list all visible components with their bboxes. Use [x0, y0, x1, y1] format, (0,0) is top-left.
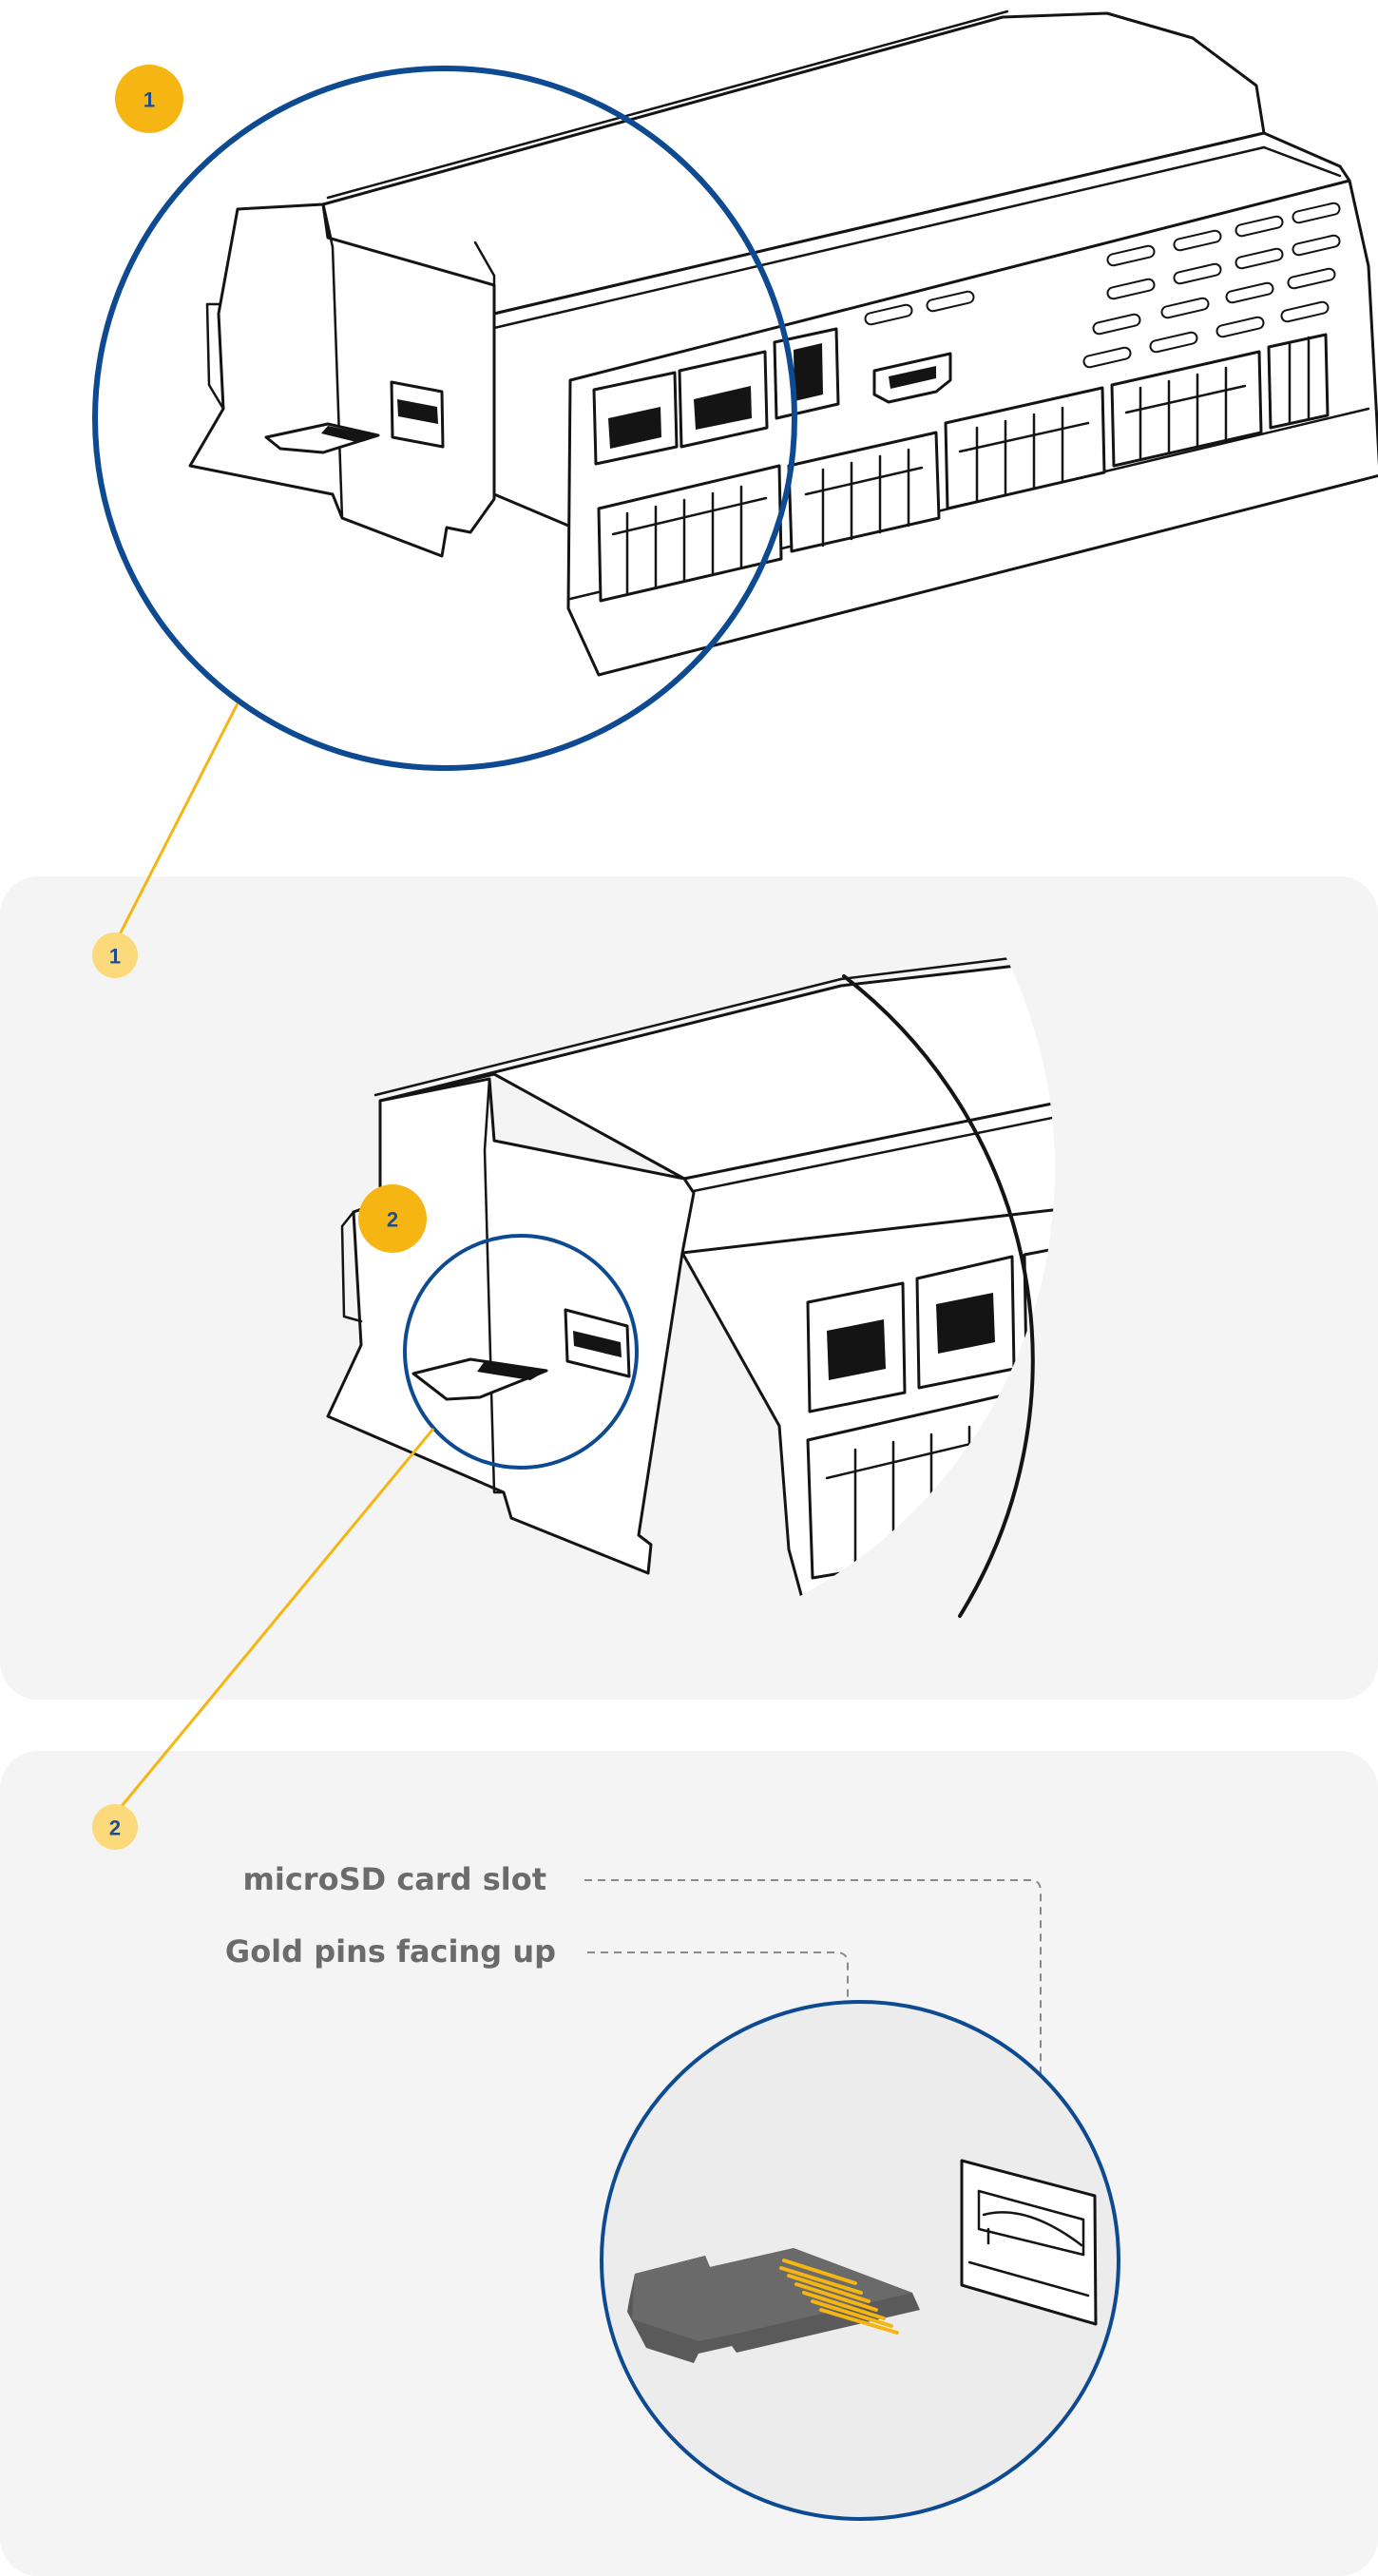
svg-text:2: 2 [387, 1208, 398, 1232]
controller-device [188, 10, 1378, 677]
microsd-slot-icon [564, 1308, 631, 1378]
step-badge-1: 1 [115, 65, 183, 133]
svg-text:2: 2 [109, 1817, 121, 1840]
slot-pointer-line [584, 1879, 1042, 2167]
terminal-block-icon [597, 333, 1330, 603]
closeup-view [600, 2000, 1120, 2521]
gold-pins-label: Gold pins facing up [225, 1933, 556, 1970]
zoom-ring-1 [92, 66, 797, 771]
pins-pointer-line [587, 1951, 849, 2229]
microsd-card-icon [411, 1357, 548, 1401]
zoom-ring-3 [600, 2000, 1120, 2521]
step-badge-panel-1: 1 [92, 932, 138, 978]
step-badge-detail-2: 2 [358, 1184, 427, 1253]
zoom-ring-2 [403, 1234, 639, 1470]
detail-panel-1 [0, 876, 1378, 1700]
svg-text:1: 1 [144, 88, 155, 112]
leader-line-2 [120, 1428, 435, 1807]
leader-line-1 [117, 702, 239, 937]
rj45-port-icon [592, 350, 769, 466]
step-badge-panel-2: 2 [92, 1804, 138, 1850]
microsd-card-icon [627, 2248, 920, 2363]
microsd-slot-label: microSD card slot [243, 1861, 546, 1897]
microsd-slot-icon [390, 380, 445, 449]
gold-pins-icon [779, 2259, 899, 2335]
svg-text:1: 1 [109, 945, 121, 969]
vent-slots [864, 202, 1341, 369]
microsd-card-icon [264, 422, 380, 454]
microsd-slot-icon [960, 2159, 1098, 2326]
hdmi-port-icon [872, 352, 952, 404]
